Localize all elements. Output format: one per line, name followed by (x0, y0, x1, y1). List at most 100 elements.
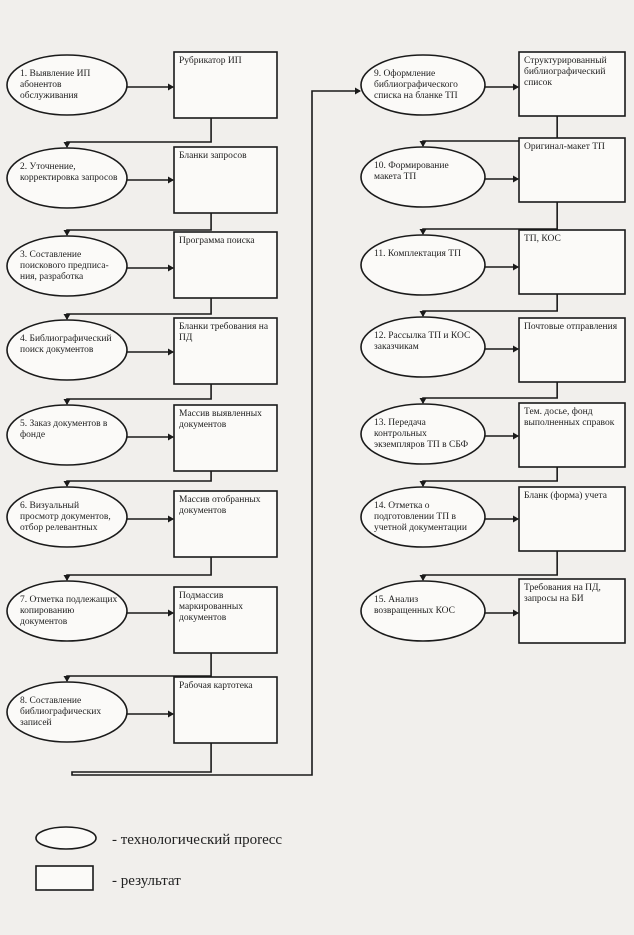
arrowhead-right-14 (513, 515, 519, 523)
connector-8-to-9 (71, 90, 360, 776)
process-ellipse-6 (6, 486, 128, 548)
result-label-14: Бланк (форма) учета (524, 491, 607, 501)
arrowhead-down-2 (63, 142, 71, 148)
process-ellipse-4 (6, 319, 128, 381)
connector-12-to-13 (422, 382, 558, 403)
process-ellipse-3 (6, 235, 128, 297)
process-ellipse-7 (6, 580, 128, 642)
arrowhead-right-5 (168, 433, 174, 441)
result-label-8: Рабочая картотека (179, 681, 253, 691)
process-ellipse-8 (6, 681, 128, 743)
legend-ellipse-icon (35, 826, 97, 850)
process-ellipse-10 (360, 146, 486, 208)
result-box-13 (518, 402, 626, 468)
connector-13-to-14 (422, 467, 558, 486)
arrowhead-right-4 (168, 348, 174, 356)
connector-4-to-5 (66, 384, 212, 404)
legend-process-label: - технологический пporecc (112, 832, 283, 848)
result-box-2 (173, 146, 278, 214)
process-label-7: 7. Отметка подлежащих копированию докуме… (20, 595, 118, 627)
legend-result-label: - результат (112, 873, 181, 889)
connector-5-to-6 (66, 471, 212, 486)
result-box-1 (173, 51, 278, 119)
arrowhead-down-10 (419, 141, 427, 147)
result-label-3: Программа поиска (179, 236, 255, 246)
result-label-10: Оригинал-макет ТП (524, 142, 605, 152)
result-label-5: Массив выявленных документов (179, 409, 262, 430)
process-ellipse-1 (6, 54, 128, 116)
result-box-11 (518, 229, 626, 295)
arrowhead-right-7 (168, 609, 174, 617)
process-label-10: 10. Формирование макета ТП (374, 161, 449, 182)
arrowhead-right-15 (513, 609, 519, 617)
arrowhead-right-9 (513, 83, 519, 91)
process-ellipse-15 (360, 580, 486, 642)
arrowhead-down-3 (63, 230, 71, 236)
arrowhead-down-15 (419, 575, 427, 581)
connector-14-to-15 (422, 551, 558, 580)
arrowhead-right-2 (168, 176, 174, 184)
process-label-14: 14. Отметка о подготовлении ТП в учетной… (374, 501, 467, 533)
result-box-4 (173, 317, 278, 385)
process-label-1: 1. Выявление ИП абонентов обслуживания (20, 69, 91, 101)
arrowhead-right-12 (513, 345, 519, 353)
result-box-15 (518, 578, 626, 644)
process-ellipse-14 (360, 486, 486, 548)
arrowhead-right-into-9 (355, 87, 361, 95)
connector-11-to-12 (422, 294, 558, 316)
arrowhead-down-6 (63, 481, 71, 487)
result-label-15: Требования на ПД, запросы на БИ (524, 583, 601, 604)
process-label-8: 8. Составление библиографических записей (20, 696, 102, 728)
arrowhead-down-4 (63, 314, 71, 320)
result-label-4: Бланки требования на ПД (179, 322, 269, 343)
process-ellipse-11 (360, 234, 486, 296)
arrowhead-right-11 (513, 263, 519, 271)
result-label-12: Почтовые отправления (524, 322, 618, 332)
process-label-5: 5. Заказ документов в фонде (20, 419, 108, 440)
result-label-1: Рубрикатор ИП (179, 56, 242, 66)
result-box-6 (173, 490, 278, 558)
result-box-12 (518, 317, 626, 383)
result-box-9 (518, 51, 626, 117)
arrowhead-right-1 (168, 83, 174, 91)
result-label-9: Структурированный библиографический спис… (524, 56, 607, 88)
process-ellipse-9 (360, 54, 486, 116)
process-ellipse-5 (6, 404, 128, 466)
arrowhead-down-11 (419, 229, 427, 235)
result-label-11: ТП, КОС (524, 234, 561, 244)
connector-3-to-4 (66, 298, 212, 319)
result-label-13: Тем. досье, фонд выполненных справок (524, 407, 615, 428)
arrowhead-down-12 (419, 311, 427, 317)
arrowhead-down-5 (63, 399, 71, 405)
arrowhead-right-13 (513, 432, 519, 440)
process-label-6: 6. Визуальный просмотр документов, отбор… (20, 501, 111, 535)
arrowhead-down-7 (63, 575, 71, 581)
connector-1-to-2 (66, 118, 212, 147)
arrowhead-down-14 (419, 481, 427, 487)
connector-10-to-11 (422, 202, 558, 234)
result-box-7 (173, 586, 278, 654)
process-ellipse-12 (360, 316, 486, 378)
connector-6-to-7 (66, 557, 212, 580)
arrowhead-down-8 (63, 676, 71, 682)
legend-rect-icon (35, 865, 94, 891)
process-label-13: 13. Передача контрольных экземпляров ТП … (374, 418, 469, 450)
process-label-4: 4. Библиографический поиск документов (20, 334, 112, 355)
arrowhead-right-8 (168, 710, 174, 718)
result-box-10 (518, 137, 626, 203)
process-ellipse-13 (360, 403, 486, 465)
result-box-8 (173, 676, 278, 744)
result-label-2: Бланки запросов (179, 151, 247, 161)
result-box-5 (173, 404, 278, 472)
arrowhead-right-10 (513, 175, 519, 183)
process-label-11: 11. Комплектация ТП (374, 249, 461, 259)
result-label-6: Массив отобранных документов (179, 495, 261, 516)
process-label-3: 3. Составление поискового предписа-ния, … (20, 250, 109, 284)
result-box-3 (173, 231, 278, 299)
arrowhead-down-13 (419, 398, 427, 404)
process-ellipse-2 (6, 147, 128, 209)
process-label-9: 9. Оформление библиографического списка … (374, 69, 458, 101)
process-label-12: 12. Рассылка ТП и КОС заказчикам (374, 331, 471, 352)
